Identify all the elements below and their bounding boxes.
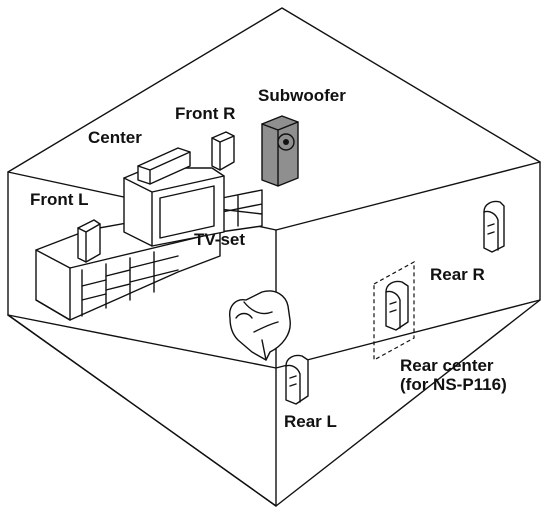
front-l-speaker	[77, 219, 101, 263]
subwoofer-speaker	[261, 115, 299, 187]
room-outline	[7, 7, 541, 507]
rear-center-note: (for NS-P116)	[400, 375, 507, 394]
rear-l-speaker	[285, 354, 309, 405]
rear-r-label: Rear R	[430, 265, 485, 284]
front-l-label: Front L	[30, 190, 89, 209]
center-label: Center	[88, 128, 142, 147]
tv-set-label: TV-set	[194, 230, 246, 249]
rear-l-label: Rear L	[284, 412, 337, 431]
rear-center-label: Rear center	[400, 356, 494, 375]
center-speaker	[137, 147, 191, 185]
rear-center-speaker	[373, 260, 415, 362]
subwoofer-label: Subwoofer	[258, 86, 346, 105]
armchair	[229, 290, 291, 361]
front-r-label: Front R	[175, 104, 236, 123]
rear-r-speaker	[483, 200, 505, 253]
front-r-speaker	[211, 131, 235, 171]
